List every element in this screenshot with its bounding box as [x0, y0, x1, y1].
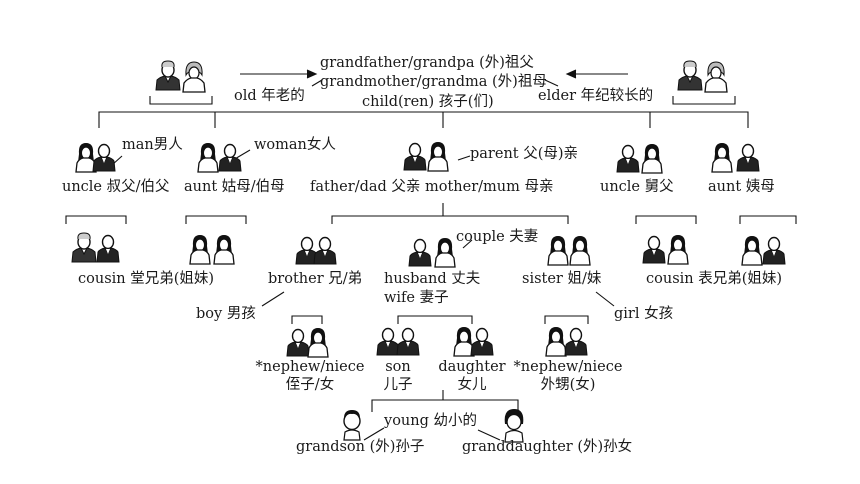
- granddaughter-label: granddaughter (外)孙女: [462, 439, 633, 455]
- sister-label: sister 姐/妹: [522, 271, 602, 287]
- brother-label: brother 兄/弟: [268, 271, 363, 287]
- old-label: old 年老的: [234, 88, 305, 104]
- nephew-left-en-label: *nephew/niece: [255, 359, 365, 375]
- grandson-figure: [343, 410, 361, 441]
- nephew-right-en-label: *nephew/niece: [513, 359, 623, 375]
- nephew-right-zh-label: 外甥(女): [540, 377, 596, 393]
- grandmother-label: grandmother/grandma (外)祖母: [320, 74, 547, 90]
- daughter-en-label: daughter: [438, 359, 506, 375]
- boy-label: boy 男孩: [196, 306, 256, 322]
- cousin-paternal-label: cousin 堂兄弟(姐妹): [78, 271, 215, 287]
- aunt-maternal-label: aunt 姨母: [708, 179, 775, 195]
- wife-label: wife 妻子: [384, 290, 449, 306]
- uncle-maternal-label: uncle 舅父: [600, 179, 674, 195]
- woman-label: woman女人: [254, 137, 336, 153]
- girl-label: girl 女孩: [614, 306, 674, 322]
- children-label: child(ren) 孩子(们): [362, 94, 494, 110]
- young-label: young 幼小的: [384, 413, 477, 429]
- son-zh-label: 儿子: [383, 377, 413, 393]
- husband-label: husband 丈夫: [384, 271, 481, 287]
- cousin-maternal-label: cousin 表兄弟(姐妹): [646, 271, 783, 287]
- couple-label: couple 夫妻: [456, 229, 539, 245]
- granddaughter-figure: [504, 409, 524, 443]
- uncle-paternal-label: uncle 叔父/伯父: [62, 179, 170, 195]
- man-label: man男人: [122, 137, 183, 153]
- grandfather-label: grandfather/grandpa (外)祖父: [320, 55, 534, 71]
- nephew-left-zh-label: 侄子/女: [285, 377, 335, 393]
- grandson-label: grandson (外)孙子: [296, 439, 425, 455]
- aunt-paternal-label: aunt 姑母/伯母: [184, 179, 285, 195]
- father-mother-label: father/dad 父亲 mother/mum 母亲: [310, 179, 554, 195]
- parent-label: parent 父(母)亲: [470, 146, 579, 162]
- son-en-label: son: [385, 359, 411, 375]
- elder-label: elder 年纪较长的: [538, 88, 654, 104]
- daughter-zh-label: 女儿: [457, 377, 487, 393]
